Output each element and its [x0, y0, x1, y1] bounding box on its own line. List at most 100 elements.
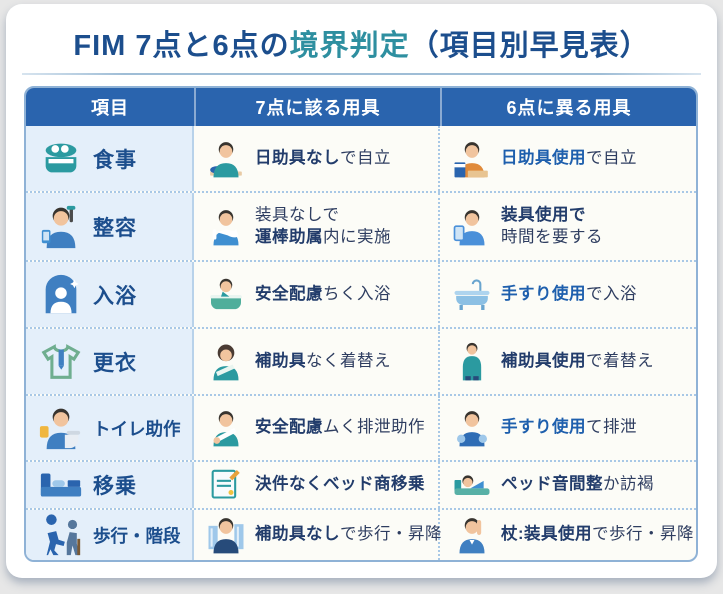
table-row: 入浴 安全配慮ちく入浴 手すり使用で入浴: [26, 260, 696, 327]
person-sling-icon: [206, 408, 246, 448]
person-mirror-icon: [452, 207, 492, 247]
criteria-segment: ムく排泄助作: [323, 418, 425, 437]
person-pointing-icon: [452, 515, 492, 555]
item-cell: 整容: [26, 193, 194, 260]
page-title: FIM 7点と6点の境界判定（項目別早見表）: [6, 4, 717, 64]
criteria-6-cell: ペッド音間整か訪褐: [440, 462, 696, 508]
bathtub-person-icon: [38, 272, 84, 318]
item-label: 歩行・階段: [93, 525, 181, 546]
criteria-segment: 時間を要する: [501, 227, 603, 246]
criteria-segment: か訪褐: [603, 475, 654, 494]
criteria-text: 補助具なく着替え: [255, 351, 391, 373]
fim-card: FIM 7点と6点の境界判定（項目別早見表） 項目 7点に該る用具 6点に異る用…: [6, 4, 717, 578]
person-eating-icon: [206, 139, 246, 179]
walking-figures-icon: [38, 512, 84, 558]
item-label: 食事: [93, 148, 137, 172]
item-label: 移乗: [93, 475, 137, 498]
table-row: 移乗 決件なくベッド商移乗 ペッド音間整か訪褐: [26, 460, 696, 508]
title-part2: （項目別早見表）: [409, 30, 650, 62]
criteria-7-cell: 安全配慮ちく入浴: [194, 262, 440, 327]
criteria-segment: 安全配慮: [255, 418, 323, 437]
item-label: 入浴: [93, 284, 137, 308]
criteria-segment: なく着替え: [306, 351, 391, 370]
criteria-segment: で自立: [340, 148, 391, 167]
criteria-7-cell: 補助具なしで歩行・昇降: [194, 510, 442, 560]
table-row: 更衣 補助具なく着替え 補助具使用で着替え: [26, 327, 696, 394]
criteria-segment: 補助具使用: [501, 351, 586, 370]
person-gloves-icon: [452, 408, 492, 448]
item-label: 整容: [93, 216, 137, 240]
criteria-segment: ペッド音間整: [501, 475, 603, 494]
criteria-segment: 日助具なし: [255, 148, 340, 167]
item-label: トイレ助作: [93, 418, 181, 439]
item-cell: 更衣: [26, 329, 194, 394]
table-row: 歩行・階段補助具なしで歩行・昇降杖:装具使用で歩行・昇降: [26, 508, 696, 560]
criteria-segment: 装具使用で: [501, 205, 586, 224]
criteria-text: 決件なくベッド商移乗: [255, 474, 425, 496]
item-cell: 移乗: [26, 462, 194, 508]
item-cell: トイレ助作: [26, 396, 194, 460]
header-score7: 7点に該る用具: [194, 88, 440, 126]
header-score6: 6点に異る用具: [440, 88, 696, 126]
item-label: 更衣: [93, 351, 137, 375]
criteria-6-cell: 日助具使用で自立: [440, 126, 696, 191]
person-toilet-icon: [38, 405, 84, 451]
criteria-segment: 手すり使用: [501, 284, 586, 303]
criteria-segment: で着替え: [586, 351, 654, 370]
person-desk-icon: [452, 139, 492, 179]
table-row: 食事日助具なしで自立日助具使用で自立: [26, 126, 696, 191]
criteria-segment: ちく入浴: [323, 284, 391, 303]
criteria-text: 日助具なしで自立: [255, 148, 391, 170]
item-cell: 歩行・階段: [26, 510, 194, 560]
criteria-6-cell: 補助具使用で着替え: [440, 329, 696, 394]
person-buildings-icon: [206, 515, 246, 555]
title-underline: [22, 73, 701, 75]
criteria-text: 補助具使用で着替え: [501, 351, 654, 373]
criteria-segment: 決件なくベッド商移乗: [255, 475, 425, 494]
table-row: 整容 装具なしで運棒助属内に実施 装具使用で時間を要する: [26, 191, 696, 260]
criteria-text: 杖:装具使用で歩行・昇降: [501, 524, 694, 546]
header-item: 項目: [91, 98, 129, 118]
criteria-segment: で歩行・昇降: [592, 525, 694, 544]
criteria-text: 手すり使用で入浴: [501, 284, 637, 306]
criteria-segment: 内に実施: [323, 227, 391, 246]
criteria-segment: 補助具: [255, 351, 306, 370]
criteria-text: 手すり使用て排泄: [501, 417, 637, 439]
person-toothbrush-icon: [206, 207, 246, 247]
item-cell: 食事: [26, 126, 194, 191]
woman-icon: [206, 342, 246, 382]
person-in-bed-icon: [452, 465, 492, 505]
criteria-segment: 装具なしで: [255, 205, 340, 224]
criteria-7-cell: 日助具なしで自立: [194, 126, 440, 191]
meal-icon: [38, 136, 84, 182]
person-grooming-icon: [38, 204, 84, 250]
criteria-segment: で入浴: [586, 284, 637, 303]
criteria-text: 装具なしで運棒助属内に実施: [255, 205, 391, 249]
criteria-6-cell: 装具使用で時間を要する: [440, 193, 696, 260]
person-standing-icon: [452, 342, 492, 382]
criteria-text: 日助具使用で自立: [501, 148, 637, 170]
document-icon: [206, 465, 246, 505]
criteria-7-cell: 決件なくベッド商移乗: [194, 462, 440, 508]
criteria-7-cell: 装具なしで運棒助属内に実施: [194, 193, 440, 260]
criteria-segment: で自立: [586, 148, 637, 167]
bathtub-icon: [452, 275, 492, 315]
criteria-text: 安全配慮ムく排泄助作: [255, 417, 425, 439]
criteria-segment: 手すり使用: [501, 418, 586, 437]
criteria-text: ペッド音間整か訪褐: [501, 474, 654, 496]
criteria-segment: 杖:装具使用: [501, 525, 592, 544]
criteria-segment: 補助具なし: [255, 525, 340, 544]
criteria-segment: 日助具使用: [501, 148, 586, 167]
person-bathing-icon: [206, 275, 246, 315]
bed-icon: [38, 462, 84, 508]
criteria-text: 装具使用で時間を要する: [501, 205, 603, 249]
criteria-segment: で歩行・昇降: [340, 525, 442, 544]
shirt-icon: [38, 339, 84, 385]
table-body: 食事日助具なしで自立日助具使用で自立整容装具なしで運棒助属内に実施装具使用で時間…: [26, 126, 696, 560]
criteria-segment: て排泄: [586, 418, 637, 437]
criteria-text: 安全配慮ちく入浴: [255, 284, 391, 306]
criteria-text: 補助具なしで歩行・昇降: [255, 524, 442, 546]
criteria-segment: 安全配慮: [255, 284, 323, 303]
table-row: トイレ助作 安全配慮ムく排泄助作 手すり使用て排泄: [26, 394, 696, 460]
criteria-6-cell: 杖:装具使用で歩行・昇降: [440, 510, 696, 560]
